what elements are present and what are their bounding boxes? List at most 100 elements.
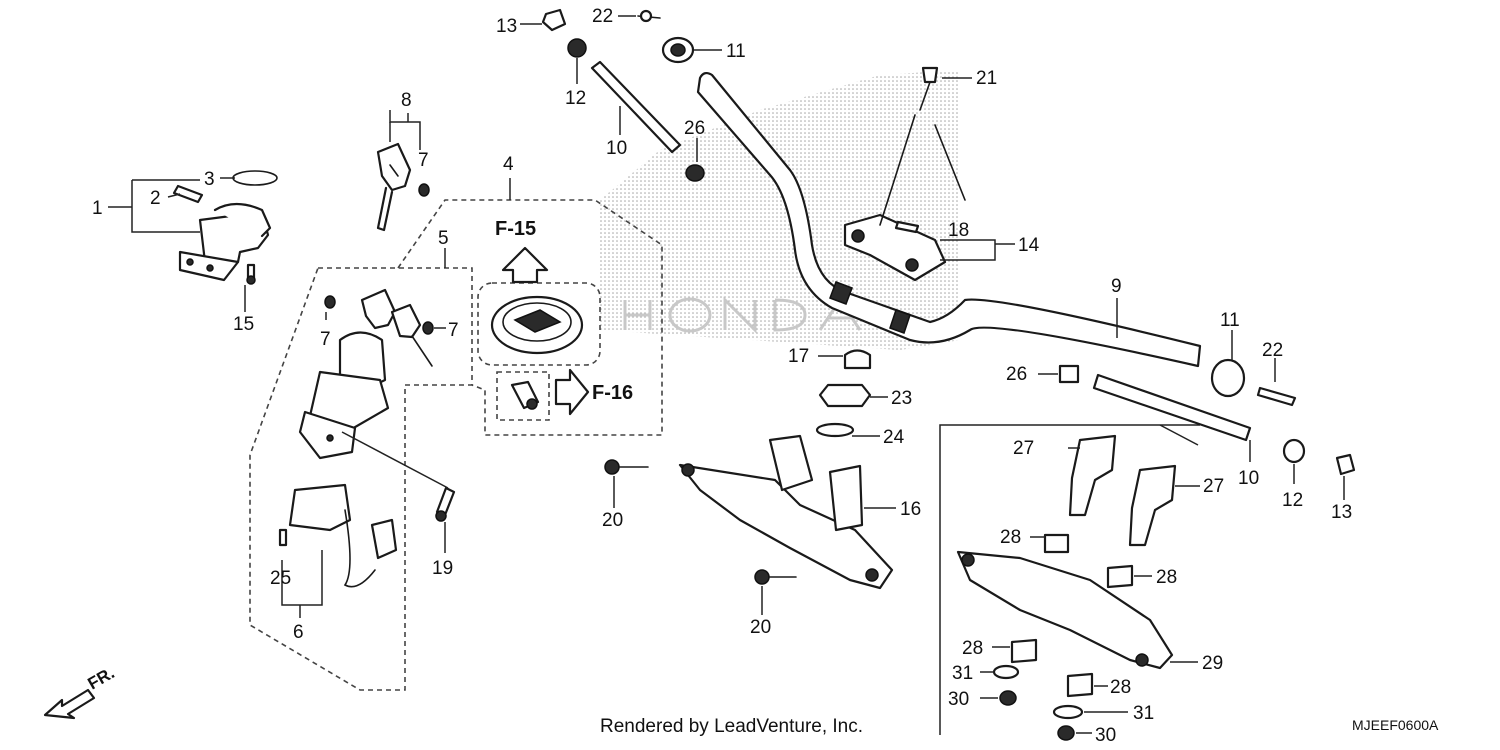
callout-5: 5	[438, 228, 449, 249]
shaft-10a	[590, 60, 682, 154]
nut-26a	[685, 164, 705, 182]
callout-30: 30	[1095, 725, 1116, 746]
group-outline-4	[397, 199, 663, 436]
bush-11a	[661, 36, 695, 64]
shaft-10b	[1092, 373, 1252, 442]
lock-pin-box	[496, 371, 550, 421]
front-direction-label: FR.	[85, 663, 118, 693]
rubber-28b	[1106, 564, 1134, 589]
callout-22: 22	[1262, 340, 1283, 361]
fuel-cap-box	[477, 282, 601, 366]
callout-14: 14	[1018, 235, 1040, 256]
diagram-code: MJEEF0600A	[1352, 717, 1439, 733]
plate-18	[894, 220, 920, 234]
bolt-20a	[604, 459, 649, 475]
leader-lines	[108, 15, 1345, 734]
nut-30b	[1057, 725, 1075, 741]
callout-28: 28	[1110, 677, 1131, 698]
arrow-up-icon	[501, 246, 549, 284]
washer-7a	[418, 183, 430, 197]
callout-21: 21	[976, 68, 997, 89]
callout-25: 25	[270, 568, 291, 589]
nut-13b	[1335, 453, 1356, 476]
lock-set-5	[298, 288, 433, 460]
callout-3: 3	[204, 169, 215, 190]
arrow-right-icon	[554, 368, 590, 416]
callout-23: 23	[891, 388, 912, 409]
callout-16: 16	[900, 499, 921, 520]
callout-1: 1	[92, 198, 103, 219]
callout-10: 10	[606, 138, 627, 159]
callout-30: 30	[948, 689, 969, 710]
callout-11: 11	[726, 41, 746, 62]
callout-22: 22	[592, 6, 613, 27]
washer-7b	[324, 295, 336, 309]
fuel-cap	[490, 295, 584, 355]
clip-2	[172, 184, 204, 204]
callout-20: 20	[602, 510, 623, 531]
render-credit: Rendered by LeadVenture, Inc.	[600, 716, 863, 737]
nut-13a	[541, 8, 567, 32]
nut-26b	[1058, 364, 1080, 384]
bolt-19	[435, 486, 456, 522]
callout-12: 12	[1282, 490, 1303, 511]
callout-2: 2	[150, 188, 161, 209]
callout-31: 31	[1133, 703, 1154, 724]
holder-27a	[1068, 434, 1117, 517]
callout-28: 28	[1000, 527, 1021, 548]
washer-24	[815, 422, 855, 438]
rubber-28c	[1010, 638, 1038, 664]
lock-pin	[510, 380, 540, 410]
rubber-28a	[1043, 533, 1070, 554]
callout-7: 7	[418, 150, 429, 171]
nut-30a	[999, 690, 1017, 706]
callout-29: 29	[1202, 653, 1223, 674]
screw-15	[246, 263, 256, 285]
callout-26: 26	[1006, 364, 1027, 385]
bolt-22a	[637, 9, 661, 23]
callout-13: 13	[1331, 502, 1352, 523]
washer-7c	[422, 321, 434, 335]
rubber-28d	[1066, 672, 1094, 698]
callout-7: 7	[448, 320, 459, 341]
callout-13: 13	[496, 16, 517, 37]
bush-12b	[1282, 438, 1306, 464]
callout-27: 27	[1013, 438, 1034, 459]
ring-3	[232, 170, 278, 186]
lower-bridge-29	[956, 550, 1174, 670]
callout-4: 4	[503, 154, 514, 175]
callout-18: 18	[948, 220, 969, 241]
callout-9: 9	[1111, 276, 1122, 297]
brand-watermark	[600, 70, 960, 350]
group-outline-5	[249, 267, 473, 691]
bolt-22b	[1256, 386, 1297, 407]
holder-27b	[1128, 464, 1177, 547]
washer-31b	[1052, 704, 1084, 720]
bolt-20b	[754, 569, 797, 585]
callout-26: 26	[684, 118, 705, 139]
bush-12a	[567, 38, 587, 58]
plug-17	[843, 349, 872, 370]
reference-f16: F-16	[592, 382, 633, 404]
callout-19: 19	[432, 558, 453, 579]
callout-20: 20	[750, 617, 771, 638]
handlebar-9	[696, 71, 1202, 368]
washer-31a	[992, 664, 1020, 680]
callout-15: 15	[233, 314, 254, 335]
group-outline-29	[939, 424, 1200, 735]
callout-31: 31	[952, 663, 973, 684]
top-bridge-16	[678, 434, 894, 590]
front-direction-arrow-icon	[43, 688, 96, 720]
callout-7: 7	[320, 329, 331, 350]
callout-labels: 1 2 3 15 8 7 4 5 7 7 19 25 6 13 22 12 11…	[85, 6, 1440, 746]
callout-6: 6	[293, 622, 304, 643]
callout-28: 28	[1156, 567, 1177, 588]
callout-24: 24	[883, 427, 905, 448]
callout-8: 8	[401, 90, 412, 111]
key-8	[376, 142, 412, 232]
reference-f15: F-15	[495, 218, 536, 240]
bolt-21	[879, 66, 966, 226]
callout-28: 28	[962, 638, 983, 659]
switch-housing-1	[178, 202, 272, 282]
